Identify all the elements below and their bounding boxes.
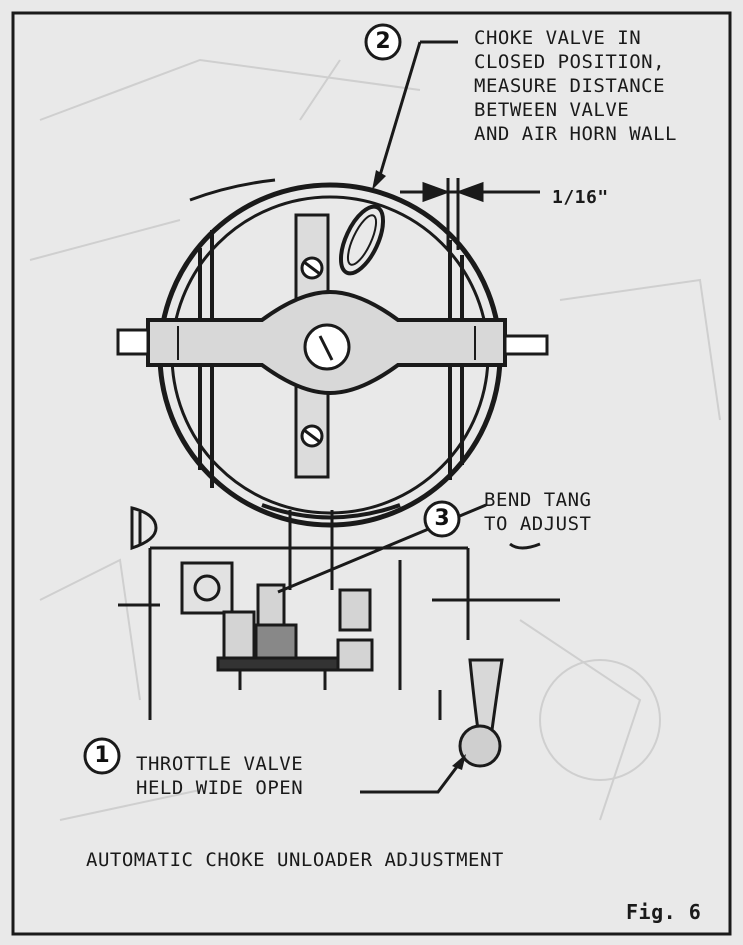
carburetor-body [118, 510, 560, 720]
plug-fitting [180, 561, 234, 615]
throttle-label-line: HELD WIDE OPEN [136, 777, 304, 799]
dimension-label: 1/16" [552, 187, 609, 208]
throttle-leader-line [360, 759, 464, 794]
page-border [11, 11, 732, 936]
tang-bend-mark [509, 542, 541, 550]
throttle-label-line: THROTTLE VALVE [136, 753, 304, 775]
lower-arc [261, 503, 401, 520]
mount-boss [130, 506, 158, 551]
choke-valve-label: CHOKE VALVE IN CLOSED POSITION, MEASURE … [474, 26, 677, 146]
callout-number-1: 1 [94, 743, 110, 768]
figure-caption: AUTOMATIC CHOKE UNLOADER ADJUSTMENT [86, 849, 504, 871]
choke-label-line: AND AIR HORN WALL [474, 123, 677, 145]
throttle-leader-arrow [452, 754, 466, 770]
throttle-valve-label: THROTTLE VALVE HELD WIDE OPEN [136, 752, 303, 800]
choke-leader-arrow [372, 170, 386, 190]
callout-1-circle [83, 737, 121, 775]
callout-2-circle [364, 23, 402, 61]
tang-label-line: BEND TANG [484, 489, 592, 511]
choke-label-line: BETWEEN VALVE [474, 99, 630, 121]
choke-label-line: CLOSED POSITION, [474, 51, 666, 73]
background-ghost-lines [29, 58, 721, 821]
bend-tang-label: BEND TANG TO ADJUST [484, 488, 591, 536]
throttle-lever [458, 658, 504, 768]
callout-3-circle [423, 500, 461, 538]
callout-number-2: 2 [375, 29, 391, 54]
callout-number-3: 3 [434, 506, 450, 531]
choke-label-line: MEASURE DISTANCE [474, 75, 666, 97]
choke-valve-oval [338, 204, 386, 276]
choke-label-line: CHOKE VALVE IN [474, 27, 642, 49]
tang-label-line: TO ADJUST [484, 513, 592, 535]
unloader-linkage [216, 583, 374, 690]
choke-leader-line [376, 40, 458, 183]
figure-number: Fig. 6 [626, 900, 702, 924]
choke-valve-plate [116, 289, 549, 396]
dimension-marker [400, 178, 540, 250]
